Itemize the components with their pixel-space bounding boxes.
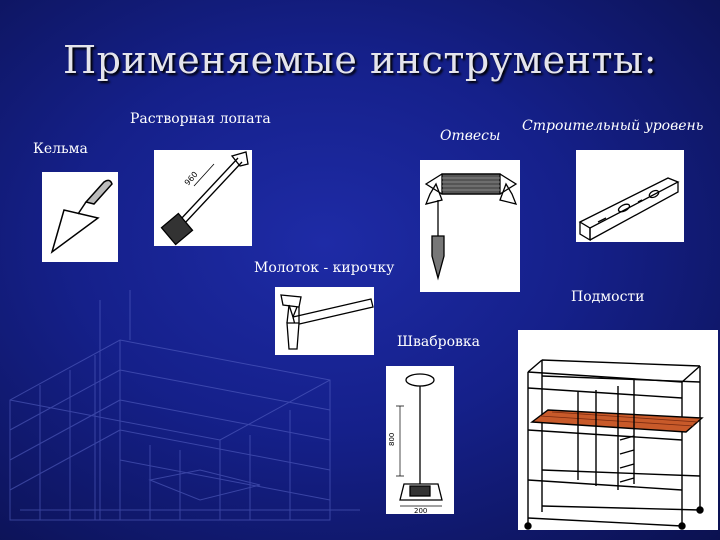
mop-tool-icon: 800 200 <box>388 373 443 514</box>
spirit-level-icon <box>578 177 680 242</box>
plumb-bob-icon <box>424 173 518 281</box>
hammer-image <box>275 287 374 355</box>
level-label: Строительный уровень <box>522 118 704 134</box>
jointer-image: 800 200 <box>386 366 454 514</box>
scaffold-image <box>518 330 718 530</box>
trowel-image <box>42 172 118 262</box>
brick-wall-drawing-icon <box>9 290 360 521</box>
shovel-image: 960 <box>154 150 252 246</box>
trowel-label: Кельма <box>33 141 88 157</box>
jointer-label: Швабровка <box>397 334 481 350</box>
shovel-dimension: 960 <box>183 170 200 187</box>
plumb-image <box>420 160 520 292</box>
level-image <box>576 150 684 242</box>
jointer-height-dimension: 800 <box>388 433 396 446</box>
scaffold-icon <box>524 359 704 530</box>
shovel-label: Растворная лопата <box>130 111 271 127</box>
plumb-label: Отвесы <box>440 128 501 144</box>
hammer-label: Молоток - кирочку <box>254 260 395 276</box>
mason-hammer-icon <box>280 294 374 350</box>
trowel-icon <box>50 179 113 254</box>
scaffold-label: Подмости <box>571 289 645 305</box>
jointer-base-dimension: 200 <box>414 507 427 514</box>
slide-title: Применяемые инструменты: <box>62 38 658 82</box>
mortar-shovel-icon: 960 <box>160 151 249 246</box>
